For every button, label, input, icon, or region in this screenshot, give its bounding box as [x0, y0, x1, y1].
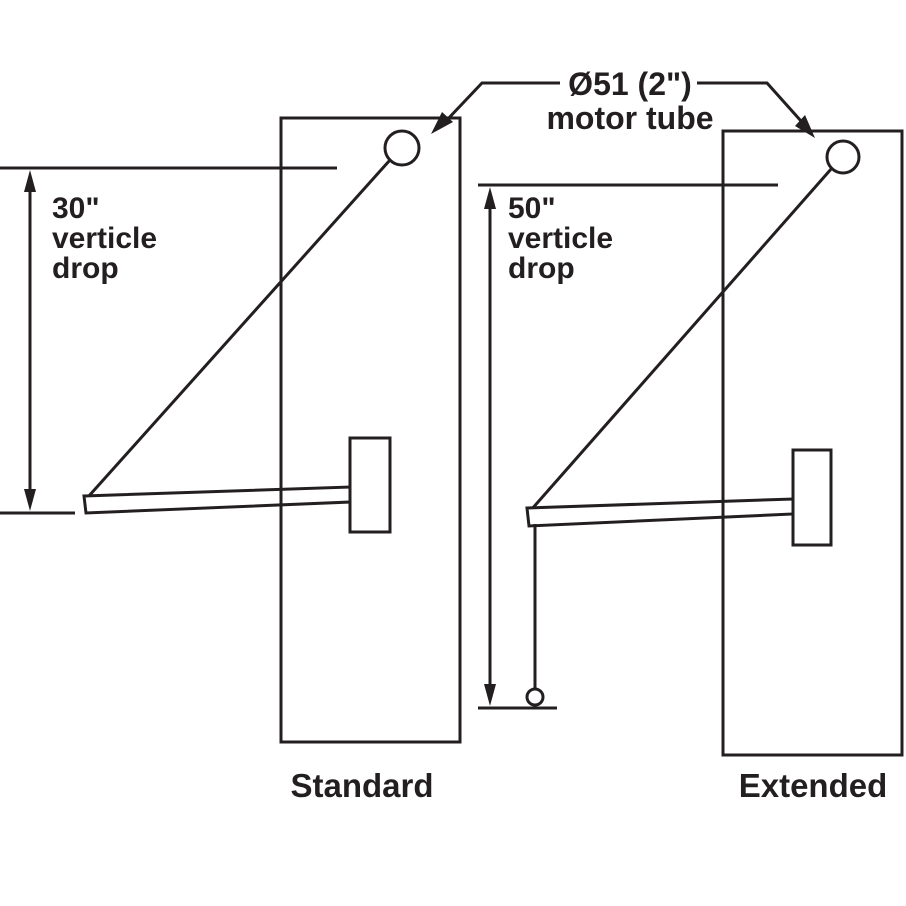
- extended-motor-tube-circle: [825, 139, 861, 175]
- standard-dim-arrow-down-icon: [24, 489, 36, 511]
- standard-drop-word2: drop: [52, 252, 119, 285]
- standard-front-bar: [82, 485, 352, 515]
- callout-right-leader-line: [697, 81, 803, 123]
- extended-drop-word1: verticle: [508, 222, 613, 255]
- standard-wall-bracket: [348, 436, 392, 534]
- standard-assembly: 30" verticle drop Standard: [0, 116, 462, 804]
- standard-drop-value: 30": [52, 192, 100, 225]
- extended-caption: Extended: [739, 767, 888, 804]
- motor-tube-callout: Ø51 (2") motor tube: [431, 66, 815, 138]
- standard-motor-tube-circle: [383, 129, 421, 167]
- standard-dim-arrow-up-icon: [24, 170, 36, 192]
- standard-awning-arm-diagonal: [86, 158, 392, 499]
- standard-drop-dimension: 30" verticle drop: [0, 166, 337, 515]
- callout-left-arrowhead-icon: [431, 112, 453, 134]
- standard-mount-panel: [279, 116, 462, 744]
- extended-dim-arrow-down-icon: [484, 684, 496, 706]
- callout-left-leader-line: [443, 81, 560, 124]
- callout-name-text: motor tube: [546, 100, 713, 136]
- extended-wall-bracket: [791, 448, 833, 547]
- extended-front-bar: [525, 497, 795, 528]
- extended-drop-value: 50": [508, 192, 556, 225]
- extended-pull-ring-icon: [525, 687, 545, 707]
- standard-drop-word1: verticle: [52, 222, 157, 255]
- extended-drop-dimension: 50" verticle drop: [478, 183, 778, 710]
- extended-drop-word2: drop: [508, 252, 575, 285]
- extended-awning-arm-diagonal: [529, 167, 834, 511]
- callout-right-arrowhead-icon: [795, 115, 815, 138]
- standard-caption: Standard: [290, 767, 433, 804]
- callout-diameter-text: Ø51 (2"): [568, 66, 692, 102]
- extended-dim-arrow-up-icon: [484, 187, 496, 209]
- extended-mount-panel: [721, 129, 904, 757]
- extended-assembly: 50" verticle drop Extended: [478, 129, 904, 804]
